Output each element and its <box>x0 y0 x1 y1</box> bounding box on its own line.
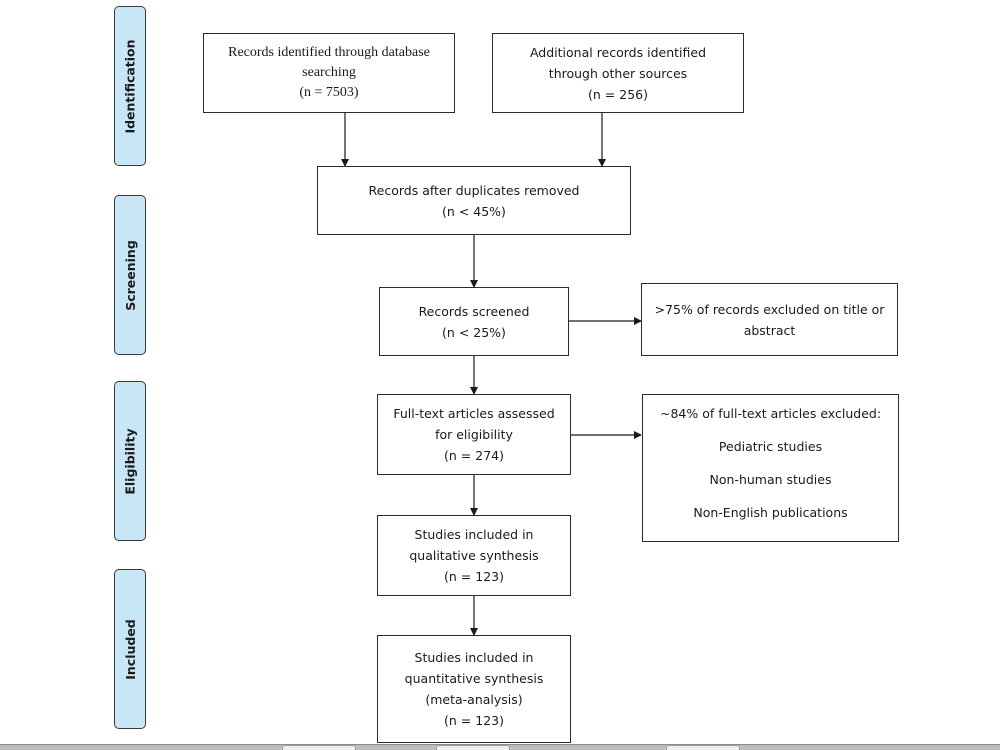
records-screened-line-1: Records screened <box>418 303 530 319</box>
box-quantitative-synthesis: Studies included in quantitative synthes… <box>377 635 571 743</box>
stage-label-identification: Identification <box>122 38 138 134</box>
other-sources-count: (n = 256) <box>588 86 648 102</box>
quantitative-line-1: Studies included in <box>414 650 534 665</box>
box-fulltext-excluded: ~84% of full-text articles excluded: Ped… <box>642 394 899 542</box>
exclusion-reason-non-human: Non-human studies <box>709 472 832 487</box>
box-database-search: Records identified through database sear… <box>203 33 455 113</box>
box-duplicates-removed: Records after duplicates removed (n < 45… <box>317 166 631 235</box>
records-excluded-line-2: abstract <box>743 322 796 338</box>
stage-included: Included <box>114 569 146 729</box>
stage-eligibility: Eligibility <box>114 381 146 541</box>
box-records-excluded: >75% of records excluded on title or abs… <box>641 283 898 356</box>
fulltext-excluded-heading: ~84% of full-text articles excluded: <box>659 406 882 421</box>
box-qualitative-synthesis: Studies included in qualitative synthesi… <box>377 515 571 596</box>
duplicates-removed-line-1: Records after duplicates removed <box>368 182 580 198</box>
quantitative-line-2: quantitative synthesis <box>404 671 544 686</box>
box-other-sources: Additional records identified through ot… <box>492 33 744 113</box>
fulltext-assessed-line-1: Full-text articles assessed <box>393 406 555 421</box>
database-search-count: (n = 7503) <box>299 85 359 100</box>
quantitative-count: (n = 123) <box>444 713 504 728</box>
records-excluded-line-1: >75% of records excluded on title or <box>654 301 885 317</box>
stage-label-eligibility: Eligibility <box>122 427 138 495</box>
quantitative-line-3: (meta-analysis) <box>425 692 523 707</box>
records-screened-count: (n < 25%) <box>442 324 506 340</box>
duplicates-removed-count: (n < 45%) <box>442 203 506 219</box>
stage-label-screening: Screening <box>122 239 138 311</box>
box-records-screened: Records screened (n < 25%) <box>379 287 569 356</box>
stage-label-included: Included <box>122 618 138 680</box>
qualitative-line-2: qualitative synthesis <box>409 548 539 563</box>
qualitative-line-1: Studies included in <box>414 527 534 542</box>
other-sources-line-1: Additional records identified <box>529 44 707 60</box>
fulltext-assessed-line-2: for eligibility <box>435 427 513 442</box>
qualitative-count: (n = 123) <box>444 569 504 584</box>
fulltext-assessed-count: (n = 274) <box>444 448 504 463</box>
database-search-line-2: searching <box>302 65 356 80</box>
taskbar-tab-2[interactable] <box>436 745 510 750</box>
database-search-line-1: Records identified through database <box>228 45 430 60</box>
stage-identification: Identification <box>114 6 146 166</box>
exclusion-reason-non-english: Non-English publications <box>693 505 848 520</box>
exclusion-reason-pediatric: Pediatric studies <box>718 439 823 454</box>
taskbar-tab-3[interactable] <box>666 745 740 750</box>
taskbar-tab-1[interactable] <box>282 745 356 750</box>
box-fulltext-assessed: Full-text articles assessed for eligibil… <box>377 394 571 475</box>
stage-screening: Screening <box>114 195 146 355</box>
other-sources-line-2: through other sources <box>548 65 688 81</box>
